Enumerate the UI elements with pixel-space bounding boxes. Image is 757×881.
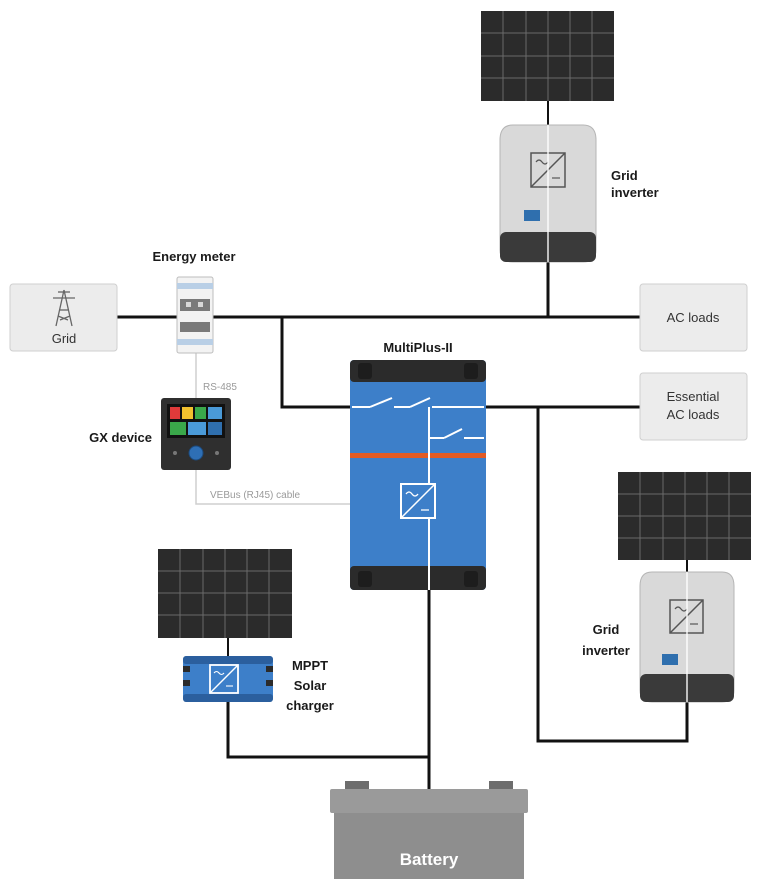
essential-loads-label-2: AC loads [667, 407, 720, 422]
mppt-label-3: charger [286, 698, 334, 713]
essential-loads-label-1: Essential [667, 389, 720, 404]
grid-pylon-icon [53, 289, 75, 327]
rs485-label: RS-485 [203, 382, 237, 393]
multiplus-label: MultiPlus-II [383, 340, 452, 355]
gx-device-label: GX device [89, 430, 152, 445]
data-cables [195, 352, 352, 505]
vebus-cable [195, 470, 352, 505]
battery: Battery [330, 781, 528, 879]
solar-panel-left [158, 549, 292, 656]
wires [115, 260, 689, 792]
wire-bus-to-multiplus [280, 315, 354, 409]
wire-essential-to-right-inverter [536, 405, 689, 743]
energy-meter: Energy meter [152, 249, 236, 354]
grid-box: Grid [9, 283, 118, 352]
grid-inverter-right: Grid inverter [582, 571, 735, 703]
battery-label: Battery [400, 850, 459, 869]
energy-meter-label: Energy meter [152, 249, 235, 264]
essential-ac-loads-box: Essential AC loads [639, 372, 748, 441]
wire-mppt-to-battery [226, 700, 431, 759]
solar-panel-right [618, 472, 751, 572]
grid-inverter-right-label-1: Grid [593, 622, 620, 637]
grid-inverter-top-label-2: inverter [611, 185, 659, 200]
ac-loads-box: AC loads [639, 283, 748, 352]
solar-panel-top [481, 11, 614, 125]
mppt-charger: MPPT Solar charger [183, 656, 334, 713]
multiplus-ii: MultiPlus-II [350, 340, 486, 590]
mppt-label-1: MPPT [292, 658, 328, 673]
mppt-label-2: Solar [294, 678, 327, 693]
grid-inverter-right-label-2: inverter [582, 643, 630, 658]
grid-inverter-top: Grid inverter [499, 124, 659, 263]
gx-device: GX device [89, 398, 231, 470]
grid-box-label: Grid [52, 331, 77, 346]
grid-inverter-top-label-1: Grid [611, 168, 638, 183]
ac-loads-label: AC loads [667, 310, 720, 325]
vebus-cable-label: VEBus (RJ45) cable [210, 490, 300, 501]
